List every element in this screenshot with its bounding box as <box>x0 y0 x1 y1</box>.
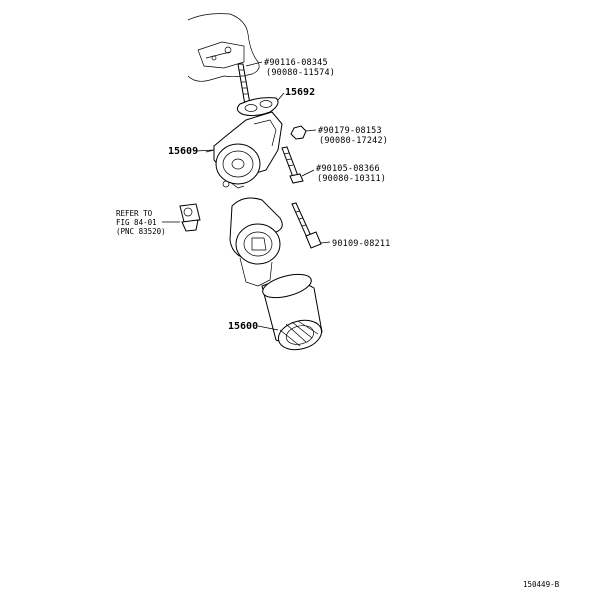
bolt-alt-part-number: (90080-10311) <box>317 174 386 184</box>
gasket-part <box>236 97 279 117</box>
nut-part-number: #90179-08153 <box>318 126 382 136</box>
gasket-leader-line <box>277 92 285 101</box>
bracket-leader-line <box>195 149 215 152</box>
refer-pnc-label: (PNC 83520) <box>116 227 166 236</box>
engine-block-outline <box>187 13 260 82</box>
bolt-leader-line <box>301 169 315 177</box>
oil-filter-part <box>261 273 323 351</box>
bolt-part <box>281 146 304 184</box>
long-bolt-leader-line <box>320 241 331 244</box>
refer-to-label: REFER TO <box>116 209 153 218</box>
stud-part-number: #90116-08345 <box>264 58 328 68</box>
nut-part <box>290 125 307 140</box>
long-bolt-part-number: 90109-08211 <box>332 239 391 249</box>
nut-leader-line <box>305 129 317 132</box>
stud-bolt-part <box>237 63 251 106</box>
figure-id: 150449-B <box>523 580 560 589</box>
filter-leader-line <box>257 325 279 331</box>
bolt-part-number: #90105-08366 <box>316 164 380 174</box>
long-bolt-part <box>291 202 322 249</box>
filter-bracket-part <box>205 111 283 189</box>
filter-part-number: 15600 <box>228 321 258 332</box>
nut-alt-part-number: (90080-17242) <box>319 136 388 146</box>
oil-adapter-part <box>229 197 283 287</box>
oil-pressure-switch-part <box>179 203 201 232</box>
bracket-part-number: 15609 <box>168 146 198 157</box>
stud-leader-line <box>245 61 263 67</box>
refer-fig-label: FIG 84-01 <box>116 218 157 227</box>
gasket-part-number: 15692 <box>285 87 315 98</box>
stud-alt-part-number: (90080-11574) <box>266 68 335 78</box>
